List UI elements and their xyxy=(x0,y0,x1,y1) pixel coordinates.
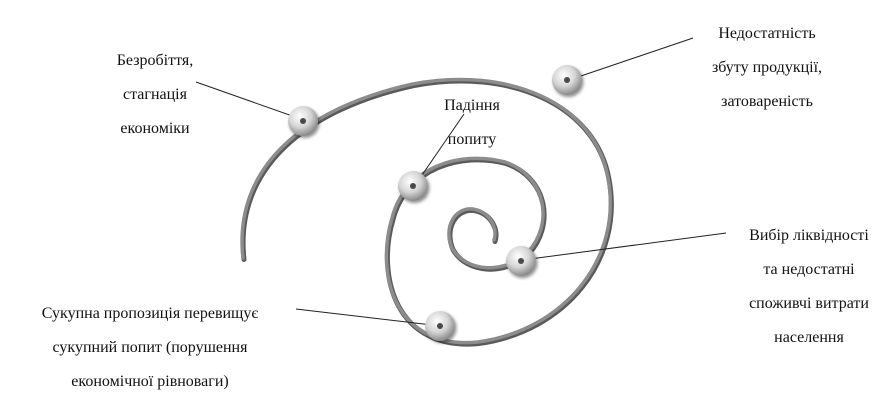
label-demand-drop: Падіння попиту xyxy=(444,97,500,148)
pointer-demand-drop xyxy=(419,113,465,179)
pointer-insufficient-sales xyxy=(574,37,694,79)
node-unemployment xyxy=(288,106,318,136)
node-demand-drop xyxy=(398,171,428,201)
pointer-unemployment xyxy=(195,81,299,119)
node-aggregate-supply xyxy=(425,311,455,341)
label-insufficient-sales: Недостатність збуту продукції, затоварен… xyxy=(711,25,823,110)
spiral-line xyxy=(240,77,613,345)
pointer-aggregate-supply xyxy=(295,308,433,326)
label-unemployment: Безробіття, стагнація економіки xyxy=(116,52,194,137)
spiral-canvas xyxy=(195,37,727,347)
pointer-liquidity xyxy=(529,232,727,260)
spiral-diagram: Безробіття, стагнація економіки Недостат… xyxy=(42,25,869,390)
node-insufficient-sales xyxy=(552,65,582,95)
label-aggregate-supply: Сукупна пропозиція перевищує сукупний по… xyxy=(41,305,259,390)
label-liquidity: Вибір ліквідності та недостатні споживчі… xyxy=(749,227,869,346)
node-liquidity xyxy=(506,246,536,276)
